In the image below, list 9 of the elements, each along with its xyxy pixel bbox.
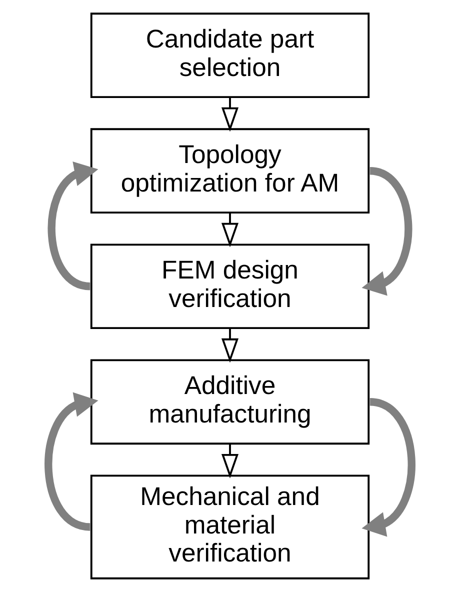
node-box: Topology optimization for AM bbox=[90, 128, 370, 214]
node-box: FEM design verification bbox=[90, 244, 370, 330]
node-box: Mechanical and material verification bbox=[90, 474, 370, 580]
arrow bbox=[221, 444, 239, 478]
arrow bbox=[221, 212, 239, 248]
arrow bbox=[221, 97, 239, 132]
node-box: Candidate part selection bbox=[90, 12, 370, 98]
node-box: Additive manufacturing bbox=[90, 359, 370, 445]
arrow bbox=[221, 328, 239, 363]
